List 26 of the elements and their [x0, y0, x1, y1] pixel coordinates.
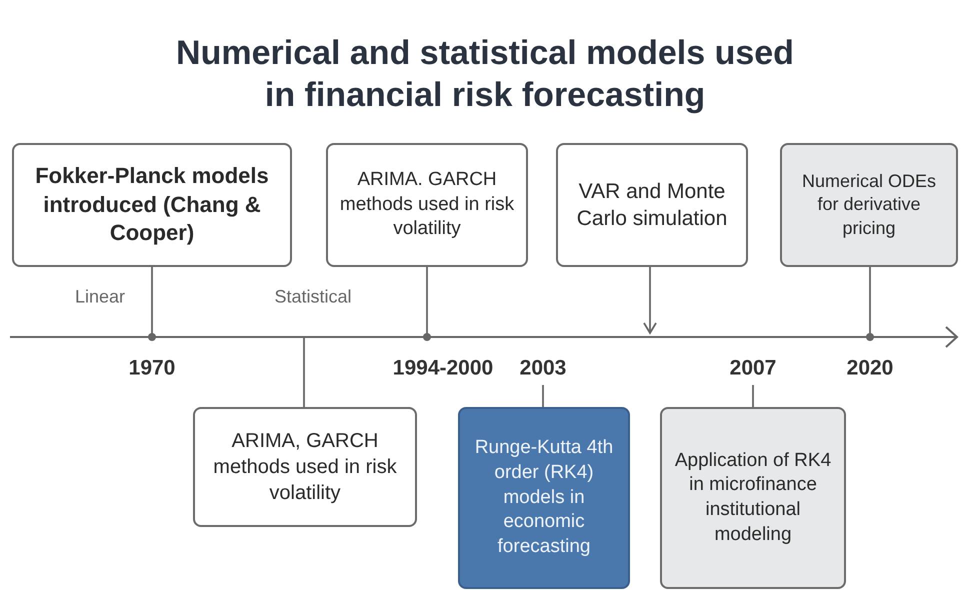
event-box — [458, 407, 630, 589]
event-text: VAR and Monte Carlo simulation — [576, 178, 728, 232]
event-text: ARIMA. GARCH methods used in risk volatility — [338, 168, 516, 242]
connector-line — [303, 337, 305, 407]
event-box — [780, 143, 958, 267]
event-text: Fokker-Planck models introduced (Chang & Cooper) — [34, 162, 270, 248]
phase-label: Linear — [74, 286, 126, 308]
year-label: 2007 — [730, 355, 776, 382]
year-label: 1994-2000 — [392, 355, 494, 382]
event-box — [660, 407, 846, 589]
connector-line — [542, 385, 544, 407]
event-text: Application of RK4 in microfinance institutional modeling — [674, 448, 832, 547]
event-box — [326, 143, 528, 267]
event-box — [193, 407, 417, 527]
phase-label: Statistical — [274, 286, 352, 308]
event-box — [556, 143, 748, 267]
event-text: Runge-Kutta 4th order (RK4) models in economic forecasting — [474, 436, 614, 560]
event-box — [12, 143, 292, 267]
event-text: ARIMA, GARCH methods used in risk volatility — [212, 429, 398, 506]
event-text: Numerical ODEs for derivative pricing — [800, 170, 938, 240]
year-label: 2003 — [520, 355, 566, 382]
connector-line — [752, 385, 754, 407]
year-label: 1970 — [128, 355, 176, 382]
arrow — [643, 267, 657, 334]
year-label: 2020 — [846, 355, 894, 382]
diagram-title: Numerical and statistical models used in financial risk forecasting — [175, 33, 795, 116]
